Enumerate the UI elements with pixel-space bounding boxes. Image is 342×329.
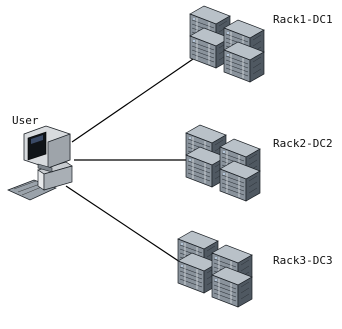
rack3-label: Rack3-DC3 [273, 254, 333, 267]
edge-user-rack1 [71, 56, 197, 143]
desktop-computer-icon [7, 125, 73, 201]
server-rack-icon-rack1 [190, 6, 264, 82]
rack1-label: Rack1-DC1 [273, 13, 333, 26]
server-rack-icon-rack2 [186, 125, 260, 201]
rack2-label: Rack2-DC2 [273, 137, 333, 150]
user-label: User [12, 114, 39, 127]
server-rack-icon-rack3 [178, 231, 252, 307]
edge-user-rack3 [65, 185, 181, 263]
